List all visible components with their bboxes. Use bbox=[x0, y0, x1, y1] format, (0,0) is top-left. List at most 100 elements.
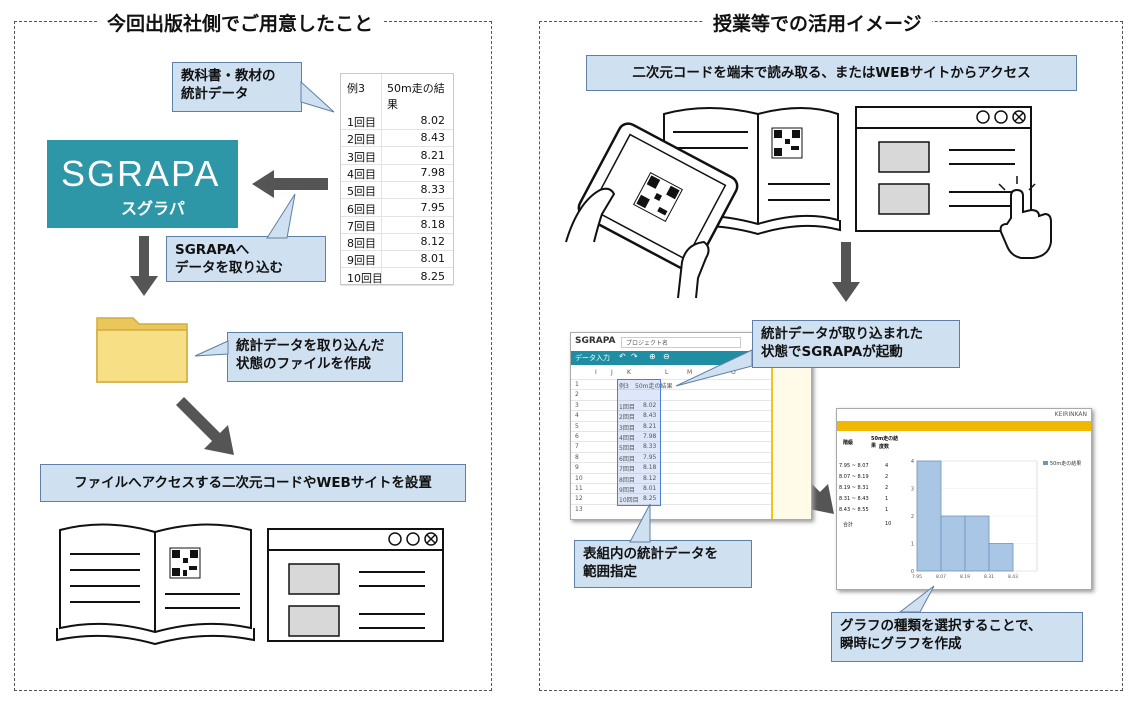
table-header-freq: 度数 bbox=[879, 444, 890, 450]
table-header-series: 50m走の結果 bbox=[871, 436, 899, 449]
sheet-row-value: 8.43 bbox=[420, 131, 446, 145]
col-letter: I bbox=[595, 369, 597, 376]
grid-row-line bbox=[571, 399, 771, 401]
callout-line: グラフの種類を選択することで、 bbox=[840, 618, 1042, 634]
cell-header-1: 例3 bbox=[619, 383, 629, 390]
add-icon[interactable]: ⊕ bbox=[649, 352, 656, 361]
cell-label: 5回目 bbox=[619, 445, 635, 453]
toolbar-data-input[interactable]: データ入力 bbox=[575, 354, 610, 362]
y-tick-label: 0 bbox=[911, 569, 914, 575]
sgrapa-logo: SGRAPA スグラパ bbox=[47, 140, 238, 228]
app-logo: SGRAPA bbox=[575, 336, 616, 346]
table-frequency: 1 bbox=[885, 496, 889, 502]
sheet-row-value: 8.25 bbox=[420, 269, 446, 283]
x-tick-label: 8.43 bbox=[1008, 574, 1018, 580]
grid-row-line bbox=[571, 431, 771, 432]
grid-row-line bbox=[571, 503, 771, 505]
grid-row-line bbox=[571, 410, 771, 412]
y-tick-label: 4 bbox=[911, 459, 914, 465]
cell-value: 8.01 bbox=[643, 485, 657, 492]
callout-pointer bbox=[898, 585, 935, 613]
grid-row-line bbox=[571, 420, 771, 422]
sheet-row-value: 8.02 bbox=[420, 114, 446, 127]
table-frequency: 2 bbox=[885, 485, 889, 491]
callout-line: 教科書・教材の bbox=[181, 68, 276, 84]
row-number: 10 bbox=[575, 474, 583, 482]
graph-header: KEIRINKAN bbox=[837, 409, 1091, 421]
sheet-grid[interactable]: IJKLMNO12345678910111213例350m走の結果1回目8.02… bbox=[571, 369, 771, 519]
x-tick-label: 8.31 bbox=[984, 574, 994, 580]
row-number: 5 bbox=[575, 422, 579, 430]
row-number: 4 bbox=[575, 412, 579, 420]
col-letter: K bbox=[627, 369, 631, 376]
histogram-bar bbox=[916, 460, 942, 572]
sheet-row-value: 7.95 bbox=[420, 200, 446, 214]
side-panel bbox=[771, 365, 811, 519]
histogram-bar bbox=[988, 543, 1014, 572]
callout-place-access: ファイルへアクセスする二次元コードやWEBサイトを設置 bbox=[40, 464, 466, 502]
sheet-row-label: 10回目 bbox=[347, 271, 383, 285]
cell-value: 8.25 bbox=[643, 495, 657, 503]
cell-label: 9回目 bbox=[619, 487, 635, 494]
legend-swatch bbox=[1043, 461, 1048, 465]
callout-pointer bbox=[675, 349, 753, 387]
arrow-down-to-folder bbox=[130, 236, 158, 296]
callout-textbook-data: 教科書・教材の 統計データ bbox=[172, 62, 302, 112]
y-tick-label: 2 bbox=[911, 514, 914, 520]
redo-icon[interactable]: ↷ bbox=[631, 352, 638, 361]
histogram-bar bbox=[940, 515, 966, 572]
callout-pointer bbox=[300, 80, 335, 113]
undo-icon[interactable]: ↶ bbox=[619, 352, 626, 361]
left-panel-title: 今回出版社側でご用意したこと bbox=[97, 9, 384, 36]
table-frequency: 2 bbox=[885, 474, 889, 480]
cell-label: 3回目 bbox=[619, 424, 635, 432]
grid-row-line bbox=[571, 472, 771, 474]
table-class-range: 8.43 ~ 8.55 bbox=[839, 507, 869, 513]
sheet-row-label: 6回目 bbox=[347, 202, 376, 216]
row-number: 13 bbox=[575, 505, 583, 513]
cell-label: 6回目 bbox=[619, 455, 635, 463]
row-number: 3 bbox=[575, 401, 579, 409]
cell-value: 8.33 bbox=[643, 443, 657, 451]
sheet-row-value: 8.33 bbox=[420, 183, 446, 197]
grid-row-line bbox=[571, 493, 771, 495]
callout-line: 範囲指定 bbox=[583, 564, 637, 580]
x-tick-label: 7.95 bbox=[912, 574, 922, 580]
cell-label: 1回目 bbox=[619, 403, 635, 411]
logo-sub-text: スグラパ bbox=[121, 199, 185, 218]
browser-window-icon bbox=[267, 528, 444, 642]
col-letter: L bbox=[665, 369, 669, 376]
logo-main-text: SGRAPA bbox=[61, 153, 221, 194]
callout-text: 二次元コードを端末で読み取る、またはWEBサイトからアクセス bbox=[632, 65, 1031, 81]
table-frequency: 1 bbox=[885, 507, 889, 513]
cell-label: 4回目 bbox=[619, 435, 635, 442]
grid-row-line bbox=[571, 462, 771, 464]
project-name-input[interactable]: プロジェクト名 bbox=[621, 337, 741, 348]
y-tick-label: 1 bbox=[911, 542, 914, 548]
cell-label: 2回目 bbox=[619, 414, 635, 422]
callout-line: 状態でSGRAPAが起動 bbox=[761, 344, 903, 360]
callout-graph-create: グラフの種類を選択することで、 瞬時にグラフを作成 bbox=[831, 612, 1083, 662]
sheet-row-value: 8.12 bbox=[420, 235, 446, 249]
callout-line: 表組内の統計データを bbox=[583, 546, 718, 562]
cell-value: 8.21 bbox=[643, 422, 657, 430]
callout-line: 統計データが取り込まれた bbox=[761, 326, 923, 342]
sheet-row-label: 8回目 bbox=[347, 237, 376, 251]
callout-line: 統計データ bbox=[181, 86, 249, 102]
sheet-row: 10回目 8.25 bbox=[341, 268, 453, 286]
callout-read-code: 二次元コードを端末で読み取る、またはWEBサイトからアクセス bbox=[586, 55, 1077, 91]
sheet-row: 8回目 8.12 bbox=[341, 233, 453, 252]
callout-line: 瞬時にグラフを作成 bbox=[840, 636, 962, 652]
cell-value: 8.02 bbox=[643, 401, 657, 409]
selected-range[interactable] bbox=[617, 379, 661, 506]
sheet-divider bbox=[381, 74, 382, 284]
callout-line: SGRAPAへ bbox=[175, 242, 250, 258]
remove-icon[interactable]: ⊖ bbox=[663, 352, 670, 361]
sheet-row-label: 1回目 bbox=[347, 116, 376, 129]
